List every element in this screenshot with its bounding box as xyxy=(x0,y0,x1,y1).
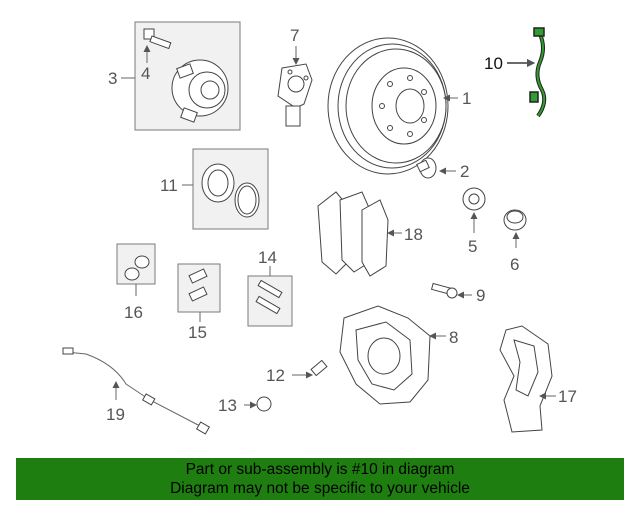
banner-line-disclaimer: Diagram may not be specific to your vehi… xyxy=(170,480,470,497)
hub-nut-group[interactable]: 5 xyxy=(462,187,486,256)
callout-12: 12 xyxy=(266,366,285,385)
callout-17: 17 xyxy=(558,387,577,406)
callout-5: 5 xyxy=(468,237,477,256)
callout-15: 15 xyxy=(188,323,207,342)
hub-bolt-icon xyxy=(143,28,172,50)
callout-14: 14 xyxy=(258,248,277,267)
callout-7: 7 xyxy=(290,26,299,45)
callout-11: 11 xyxy=(160,176,178,195)
caliper-bolt-group[interactable]: 9 xyxy=(430,282,486,305)
guide-pin-kit-group[interactable]: 14 xyxy=(247,248,293,327)
dust-cap-group[interactable]: 6 xyxy=(503,209,527,274)
hub-bearing-group[interactable]: 3 4 xyxy=(108,21,241,131)
callout-8: 8 xyxy=(449,328,458,347)
callout-3: 3 xyxy=(108,69,117,88)
part-info-banner: Part or sub-assembly is #10 in diagram D… xyxy=(16,458,624,500)
callout-16: 16 xyxy=(124,303,143,322)
callout-1: 1 xyxy=(462,89,471,108)
bushing-kit-group[interactable]: 15 xyxy=(177,263,221,342)
callout-18: 18 xyxy=(404,225,423,244)
splash-shield-group[interactable]: 7 xyxy=(277,26,313,127)
rotor-screw-group[interactable]: 2 xyxy=(416,157,470,181)
bleeder-cap-group[interactable]: 13 xyxy=(218,396,272,415)
caliper-bracket-group[interactable]: 17 xyxy=(499,325,577,433)
callout-6: 6 xyxy=(510,255,519,274)
parts-diagram: 3 4 7 1 10 xyxy=(62,21,577,435)
callout-2: 2 xyxy=(460,162,469,181)
guide-boot-kit-group[interactable]: 16 xyxy=(116,243,156,322)
callout-9: 9 xyxy=(476,286,485,305)
callout-19: 19 xyxy=(106,405,125,424)
brake-rotor-group[interactable]: 1 xyxy=(327,37,471,175)
caliper-group[interactable]: 8 xyxy=(339,305,458,405)
speed-sensor-wire-group[interactable]: 10 xyxy=(484,27,547,118)
callout-13: 13 xyxy=(218,396,237,415)
brake-sensor-cable-group[interactable]: 19 xyxy=(62,347,211,435)
callout-10: 10 xyxy=(484,54,503,73)
seal-kit-group[interactable]: 11 xyxy=(160,148,269,230)
brake-pads-group[interactable]: 18 xyxy=(317,191,423,277)
callout-4: 4 xyxy=(141,64,150,83)
banner-line-part: Part or sub-assembly is #10 in diagram xyxy=(185,461,455,478)
bleeder-screw-group[interactable]: 12 xyxy=(266,359,328,385)
